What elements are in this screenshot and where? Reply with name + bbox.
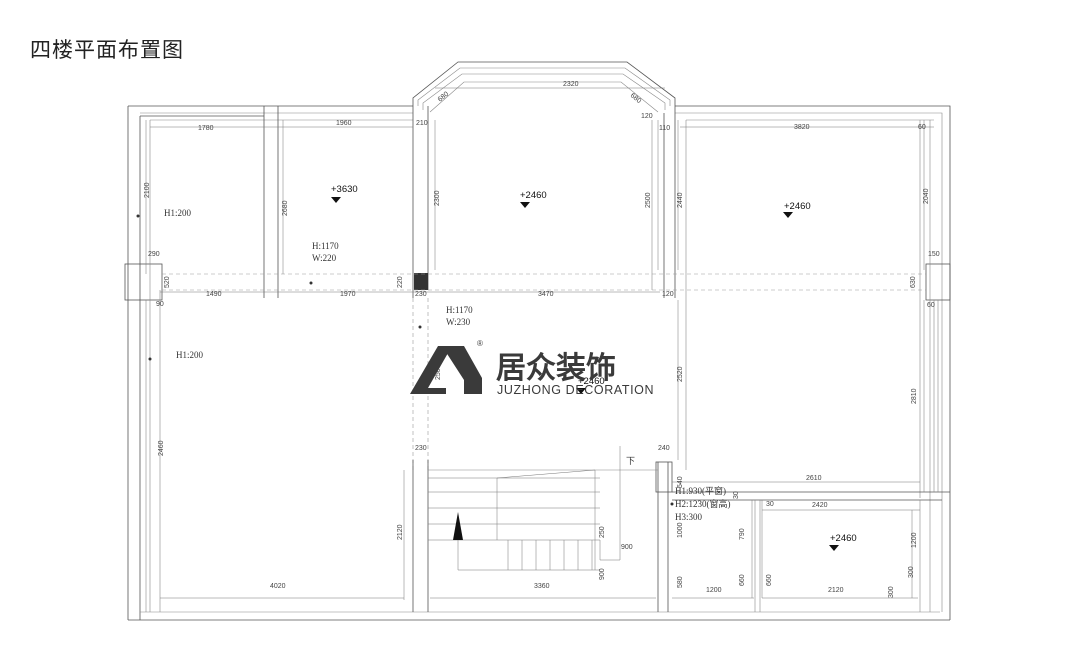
interior-walls bbox=[124, 106, 951, 612]
elevation-room-right: +2460 bbox=[784, 201, 811, 212]
dim-left-2100: 2100 bbox=[144, 182, 151, 198]
dim-mid-2680: 2680 bbox=[282, 200, 289, 216]
dimension-lines bbox=[145, 87, 934, 612]
note-beam1-h: H:1170 bbox=[312, 241, 339, 251]
elevation-room-center: +2460 bbox=[520, 190, 547, 201]
staircase: 下 bbox=[428, 446, 635, 571]
dim-stair-2120: 2120 bbox=[397, 524, 404, 540]
dim-win-1200b: 1200 bbox=[911, 532, 918, 548]
note-beam2-h: H:1170 bbox=[446, 305, 473, 315]
dim-bay-right: 680 bbox=[629, 92, 643, 105]
brand-registered: ® bbox=[477, 339, 483, 348]
dim-win-2420: 2420 bbox=[812, 502, 828, 509]
dim-mid-2500: 2500 bbox=[645, 192, 652, 208]
dim-win-30a: 30 bbox=[766, 501, 774, 508]
dim-win-660a: 660 bbox=[739, 574, 746, 586]
dim-stair-1000: 1000 bbox=[677, 522, 684, 538]
note-h1-top: H1:200 bbox=[164, 208, 192, 218]
dim-top-60: 60 bbox=[918, 124, 926, 131]
stair-down-label: 下 bbox=[626, 456, 635, 466]
elevation-room-core: +2460 bbox=[578, 376, 605, 387]
dim-right-60: 60 bbox=[927, 302, 935, 309]
dim-beam-3470: 3470 bbox=[538, 291, 554, 298]
elevation-marker-icon bbox=[331, 197, 341, 203]
dim-win-2610: 2610 bbox=[806, 475, 822, 482]
dim-right-150: 150 bbox=[928, 251, 940, 258]
dim-left-90: 90 bbox=[156, 301, 164, 308]
brand-watermark: ® 居众装饰 JUZHONG DECORATION bbox=[410, 339, 654, 397]
dim-win-1200: 1200 bbox=[706, 587, 722, 594]
stair-direction-arrow bbox=[453, 512, 463, 540]
dim-top-1960: 1960 bbox=[336, 120, 352, 127]
note-window-h1: H1:930(平窗) bbox=[675, 485, 726, 496]
dim-top-210: 210 bbox=[416, 120, 428, 127]
dim-bay-left: 680 bbox=[437, 91, 451, 104]
elevation-markers: +3630 +2460 +2460 +2460 +2460 bbox=[331, 184, 857, 551]
dim-win-300a: 300 bbox=[888, 586, 895, 598]
dim-top-110: 110 bbox=[659, 125, 670, 132]
dim-core-2520: 2520 bbox=[677, 366, 684, 382]
dim-left-520: 520 bbox=[164, 276, 171, 288]
dim-bottom-4020: 4020 bbox=[270, 583, 286, 590]
dimension-texts: 2320 680 680 1780 1960 210 120 110 3820 … bbox=[144, 81, 940, 598]
elevation-marker-icon bbox=[829, 545, 839, 551]
page-title: 四楼平面布置图 bbox=[30, 38, 184, 62]
dim-left-290: 290 bbox=[148, 251, 160, 258]
dim-mid-2440: 2440 bbox=[677, 192, 684, 208]
dim-left-2460: 2460 bbox=[158, 440, 165, 456]
dim-win-2120: 2120 bbox=[828, 587, 844, 594]
dim-win-580: 580 bbox=[677, 576, 684, 588]
dim-top-2320: 2320 bbox=[563, 81, 579, 88]
dim-stair-900a: 900 bbox=[621, 544, 633, 551]
dim-stair-3360: 3360 bbox=[534, 583, 550, 590]
elevation-room-small: +2460 bbox=[830, 533, 857, 544]
dim-beam-120: 120 bbox=[662, 291, 674, 298]
note-h1-bottom: H1:200 bbox=[176, 350, 204, 360]
dim-win-30b: 30 bbox=[733, 491, 740, 499]
note-window-h2: H2:1230(窗高) bbox=[675, 498, 731, 509]
dim-right-2040: 2040 bbox=[923, 188, 930, 204]
brand-logo-icon bbox=[442, 346, 482, 394]
brand-logo-icon bbox=[410, 346, 452, 394]
dim-win-660b: 660 bbox=[766, 574, 773, 586]
structural-column bbox=[414, 273, 428, 290]
elevation-marker-icon bbox=[520, 202, 530, 208]
dim-top-3820: 3820 bbox=[794, 124, 810, 131]
dim-top-120: 120 bbox=[641, 113, 653, 120]
elevation-marker-icon bbox=[783, 212, 793, 218]
dim-beam-230: 230 bbox=[415, 291, 427, 298]
dim-win-540: 540 bbox=[677, 476, 684, 488]
dim-core-240: 240 bbox=[658, 445, 670, 452]
note-window-h3: H3:300 bbox=[675, 512, 703, 522]
dim-stair-900b: 900 bbox=[599, 568, 606, 580]
dim-core-230: 230 bbox=[415, 445, 427, 452]
dim-top-1780: 1780 bbox=[198, 125, 214, 132]
dim-beam-1490: 1490 bbox=[206, 291, 222, 298]
dim-stair-250: 250 bbox=[599, 526, 606, 538]
dim-core-2500: 2500 bbox=[435, 364, 442, 380]
dim-right-630: 630 bbox=[910, 276, 917, 288]
note-beam2-w: W:230 bbox=[446, 317, 471, 327]
dim-mid-2300: 2300 bbox=[434, 190, 441, 206]
dim-beam-1970: 1970 bbox=[340, 291, 356, 298]
dim-win-300b: 300 bbox=[908, 566, 915, 578]
annotations: H1:200 H1:200 H:1170 W:220 H:1170 W:230 … bbox=[136, 208, 731, 522]
dim-right-2810: 2810 bbox=[911, 388, 918, 404]
outer-walls bbox=[127, 61, 951, 621]
brand-name-cn: 居众装饰 bbox=[496, 351, 616, 386]
note-beam1-w: W:220 bbox=[312, 253, 337, 263]
dim-beam-220: 220 bbox=[397, 276, 404, 288]
elevation-marker-icon bbox=[576, 388, 586, 394]
dim-win-790: 790 bbox=[739, 528, 746, 540]
brand-name-en: JUZHONG DECORATION bbox=[497, 383, 654, 397]
elevation-room-left: +3630 bbox=[331, 184, 358, 195]
